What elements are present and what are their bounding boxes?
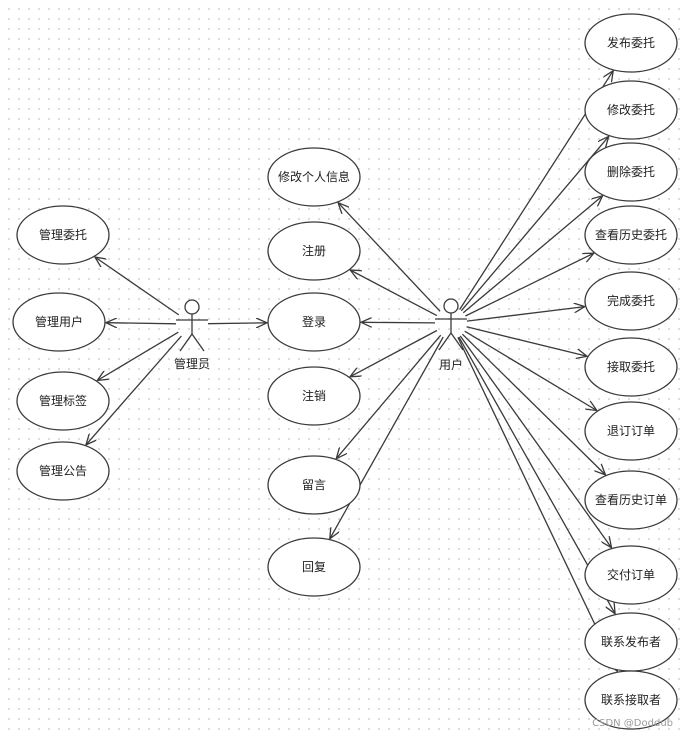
use-case-label: 发布委托 — [607, 35, 655, 50]
use-case-label: 管理委托 — [39, 227, 87, 242]
use-case-leave-message[interactable]: 留言 — [267, 455, 361, 515]
use-case-cancel-order[interactable]: 退订订单 — [584, 401, 678, 461]
use-case-label: 管理标签 — [39, 393, 87, 408]
use-case-manage-commission[interactable]: 管理委托 — [16, 205, 110, 265]
actor-user[interactable]: 用户 — [435, 298, 467, 372]
actor-admin[interactable]: 管理员 — [174, 299, 210, 371]
stick-figure-icon — [435, 298, 467, 351]
use-case-label: 完成委托 — [607, 293, 655, 308]
use-case-reply[interactable]: 回复 — [267, 537, 361, 597]
association-arrow — [330, 336, 444, 539]
use-case-label: 接取委托 — [607, 359, 655, 374]
use-case-manage-users[interactable]: 管理用户 — [12, 292, 106, 352]
use-case-edit-profile[interactable]: 修改个人信息 — [267, 147, 361, 207]
stick-figure-icon — [176, 299, 208, 352]
use-case-label: 联系发布者 — [601, 634, 661, 649]
association-arrow — [350, 329, 438, 377]
watermark: CSDN @Doddub — [592, 718, 673, 729]
association-arrow — [106, 323, 177, 324]
use-case-accept-commission[interactable]: 接取委托 — [584, 337, 678, 397]
use-case-label: 留言 — [302, 478, 326, 492]
association-arrow — [461, 333, 605, 475]
use-case-label: 删除委托 — [607, 164, 655, 179]
use-case-register[interactable]: 注册 — [267, 221, 361, 281]
actor-admin-label: 管理员 — [174, 356, 210, 371]
association-arrow — [465, 253, 593, 317]
use-case-contact-acceptor[interactable]: 联系接取者 — [584, 670, 678, 730]
use-case-label: 管理公告 — [39, 463, 87, 478]
association-arrow — [459, 335, 611, 548]
use-case-label: 联系接取者 — [601, 692, 661, 707]
use-case-manage-tags[interactable]: 管理标签 — [16, 371, 110, 431]
associations-layer — [86, 71, 617, 672]
association-arrow — [466, 326, 588, 357]
use-case-contact-publisher[interactable]: 联系发布者 — [584, 612, 678, 672]
association-arrow — [338, 203, 441, 312]
association-arrow — [97, 331, 179, 380]
use-case-label: 回复 — [302, 560, 326, 574]
association-arrow — [207, 323, 267, 324]
association-arrow — [336, 334, 442, 458]
association-arrow — [350, 270, 438, 317]
use-case-logout[interactable]: 注销 — [267, 366, 361, 426]
association-arrow — [457, 337, 617, 671]
use-case-login[interactable]: 登录 — [267, 292, 361, 352]
use-case-delete-commission[interactable]: 删除委托 — [584, 142, 678, 202]
use-case-label: 注册 — [302, 243, 326, 258]
use-case-label: 退订订单 — [607, 424, 655, 438]
use-case-label: 修改委托 — [607, 102, 655, 117]
use-case-label: 注销 — [302, 388, 326, 403]
use-case-view-commission-history[interactable]: 查看历史委托 — [584, 205, 678, 265]
association-arrow — [462, 196, 602, 314]
association-arrow — [466, 307, 585, 322]
use-case-complete-commission[interactable]: 完成委托 — [584, 271, 678, 331]
use-case-label: 交付订单 — [607, 567, 655, 582]
use-case-view-order-history[interactable]: 查看历史订单 — [584, 470, 678, 530]
use-case-label: 登录 — [302, 314, 326, 329]
use-case-label: 管理用户 — [35, 314, 83, 329]
use-case-label: 查看历史订单 — [595, 493, 667, 507]
use-case-publish-commission[interactable]: 发布委托 — [584, 13, 678, 73]
association-arrow — [95, 257, 180, 316]
use-case-label: 查看历史委托 — [595, 228, 667, 242]
use-case-modify-commission[interactable]: 修改委托 — [584, 80, 678, 140]
association-arrow — [361, 322, 436, 323]
actor-user-label: 用户 — [439, 357, 463, 372]
association-arrow — [86, 335, 182, 445]
use-case-manage-announcements[interactable]: 管理公告 — [16, 441, 110, 501]
association-arrow — [464, 330, 597, 410]
use-case-deliver-order[interactable]: 交付订单 — [584, 545, 678, 605]
association-arrow — [460, 136, 608, 312]
use-case-label: 修改个人信息 — [278, 169, 350, 184]
